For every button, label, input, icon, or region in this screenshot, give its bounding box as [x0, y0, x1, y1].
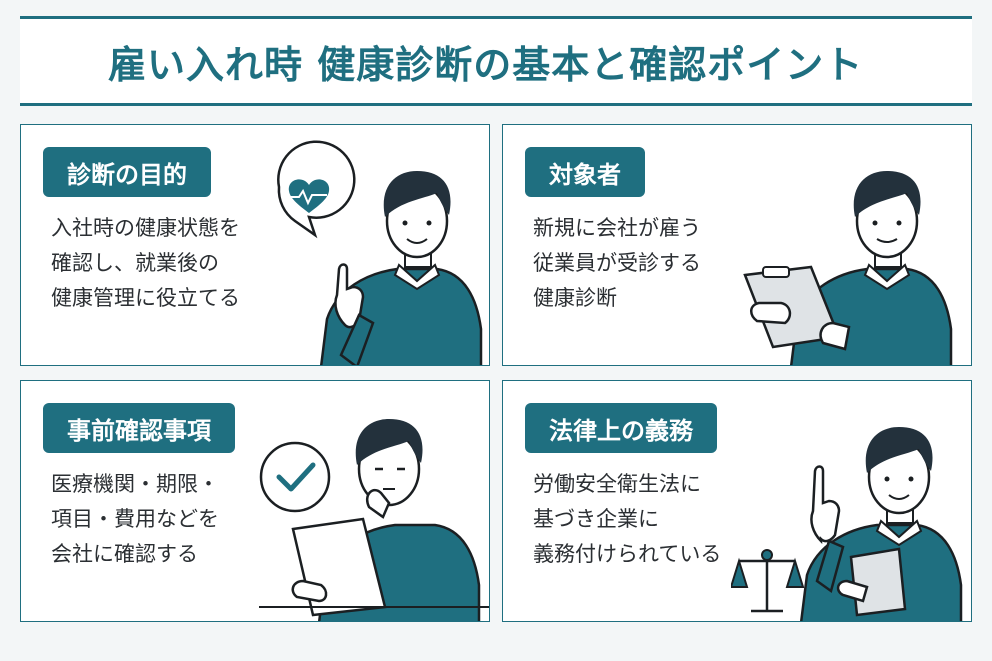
- card-text-line: 健康管理に役立てる: [51, 286, 240, 310]
- man-with-law-book-illustration: [731, 427, 963, 621]
- man-pointing-illustration: [277, 140, 483, 365]
- card-label: 診断の目的: [43, 147, 211, 197]
- check-mark-bubble-icon: [259, 441, 331, 513]
- card-text-line: 健康診断: [533, 286, 617, 310]
- card-label: 事前確認事項: [43, 403, 235, 453]
- card-text-line: 入社時の健康状態を: [51, 216, 240, 240]
- heart-pulse-bubble-icon: [277, 140, 356, 239]
- card-prior-check: 事前確認事項 医療機関・期限・ 項目・費用などを 会社に確認する: [20, 380, 490, 622]
- card-text-line: 新規に会社が雇う: [533, 216, 701, 240]
- scales-of-justice-icon: [731, 549, 805, 613]
- title-bar: 雇い入れ時 健康診断の基本と確認ポイント: [20, 16, 972, 106]
- card-text: 労働安全衛生法に 基づき企業に 義務付けられている: [533, 467, 721, 572]
- card-text-line: 従業員が受診する: [533, 251, 701, 275]
- man-reading-document-illustration: [259, 419, 489, 621]
- card-text: 新規に会社が雇う 従業員が受診する 健康診断: [533, 211, 701, 316]
- card-legal-duty: 法律上の義務 労働安全衛生法に 基づき企業に 義務付けられている: [502, 380, 972, 622]
- card-label: 対象者: [525, 147, 645, 197]
- card-text: 医療機関・期限・ 項目・費用などを 会社に確認する: [51, 467, 219, 572]
- card-text-line: 項目・費用などを: [51, 507, 219, 531]
- card-label: 法律上の義務: [525, 403, 717, 453]
- card-purpose: 診断の目的 入社時の健康状態を 確認し、就業後の 健康管理に役立てる: [20, 124, 490, 366]
- card-text-line: 義務付けられている: [533, 542, 722, 566]
- card-text-line: 基づき企業に: [533, 507, 659, 531]
- card-text-line: 医療機関・期限・: [51, 472, 219, 496]
- page-title: 雇い入れ時 健康診断の基本と確認ポイント: [108, 42, 864, 87]
- card-text-line: 確認し、就業後の: [51, 251, 219, 275]
- card-text-line: 会社に確認する: [51, 542, 198, 566]
- man-with-clipboard-illustration: [743, 171, 953, 365]
- card-target: 対象者 新規に会社が雇う 従業員が受診する 健康診断: [502, 124, 972, 366]
- card-text-line: 労働安全衛生法に: [533, 472, 701, 496]
- card-text: 入社時の健康状態を 確認し、就業後の 健康管理に役立てる: [51, 211, 240, 316]
